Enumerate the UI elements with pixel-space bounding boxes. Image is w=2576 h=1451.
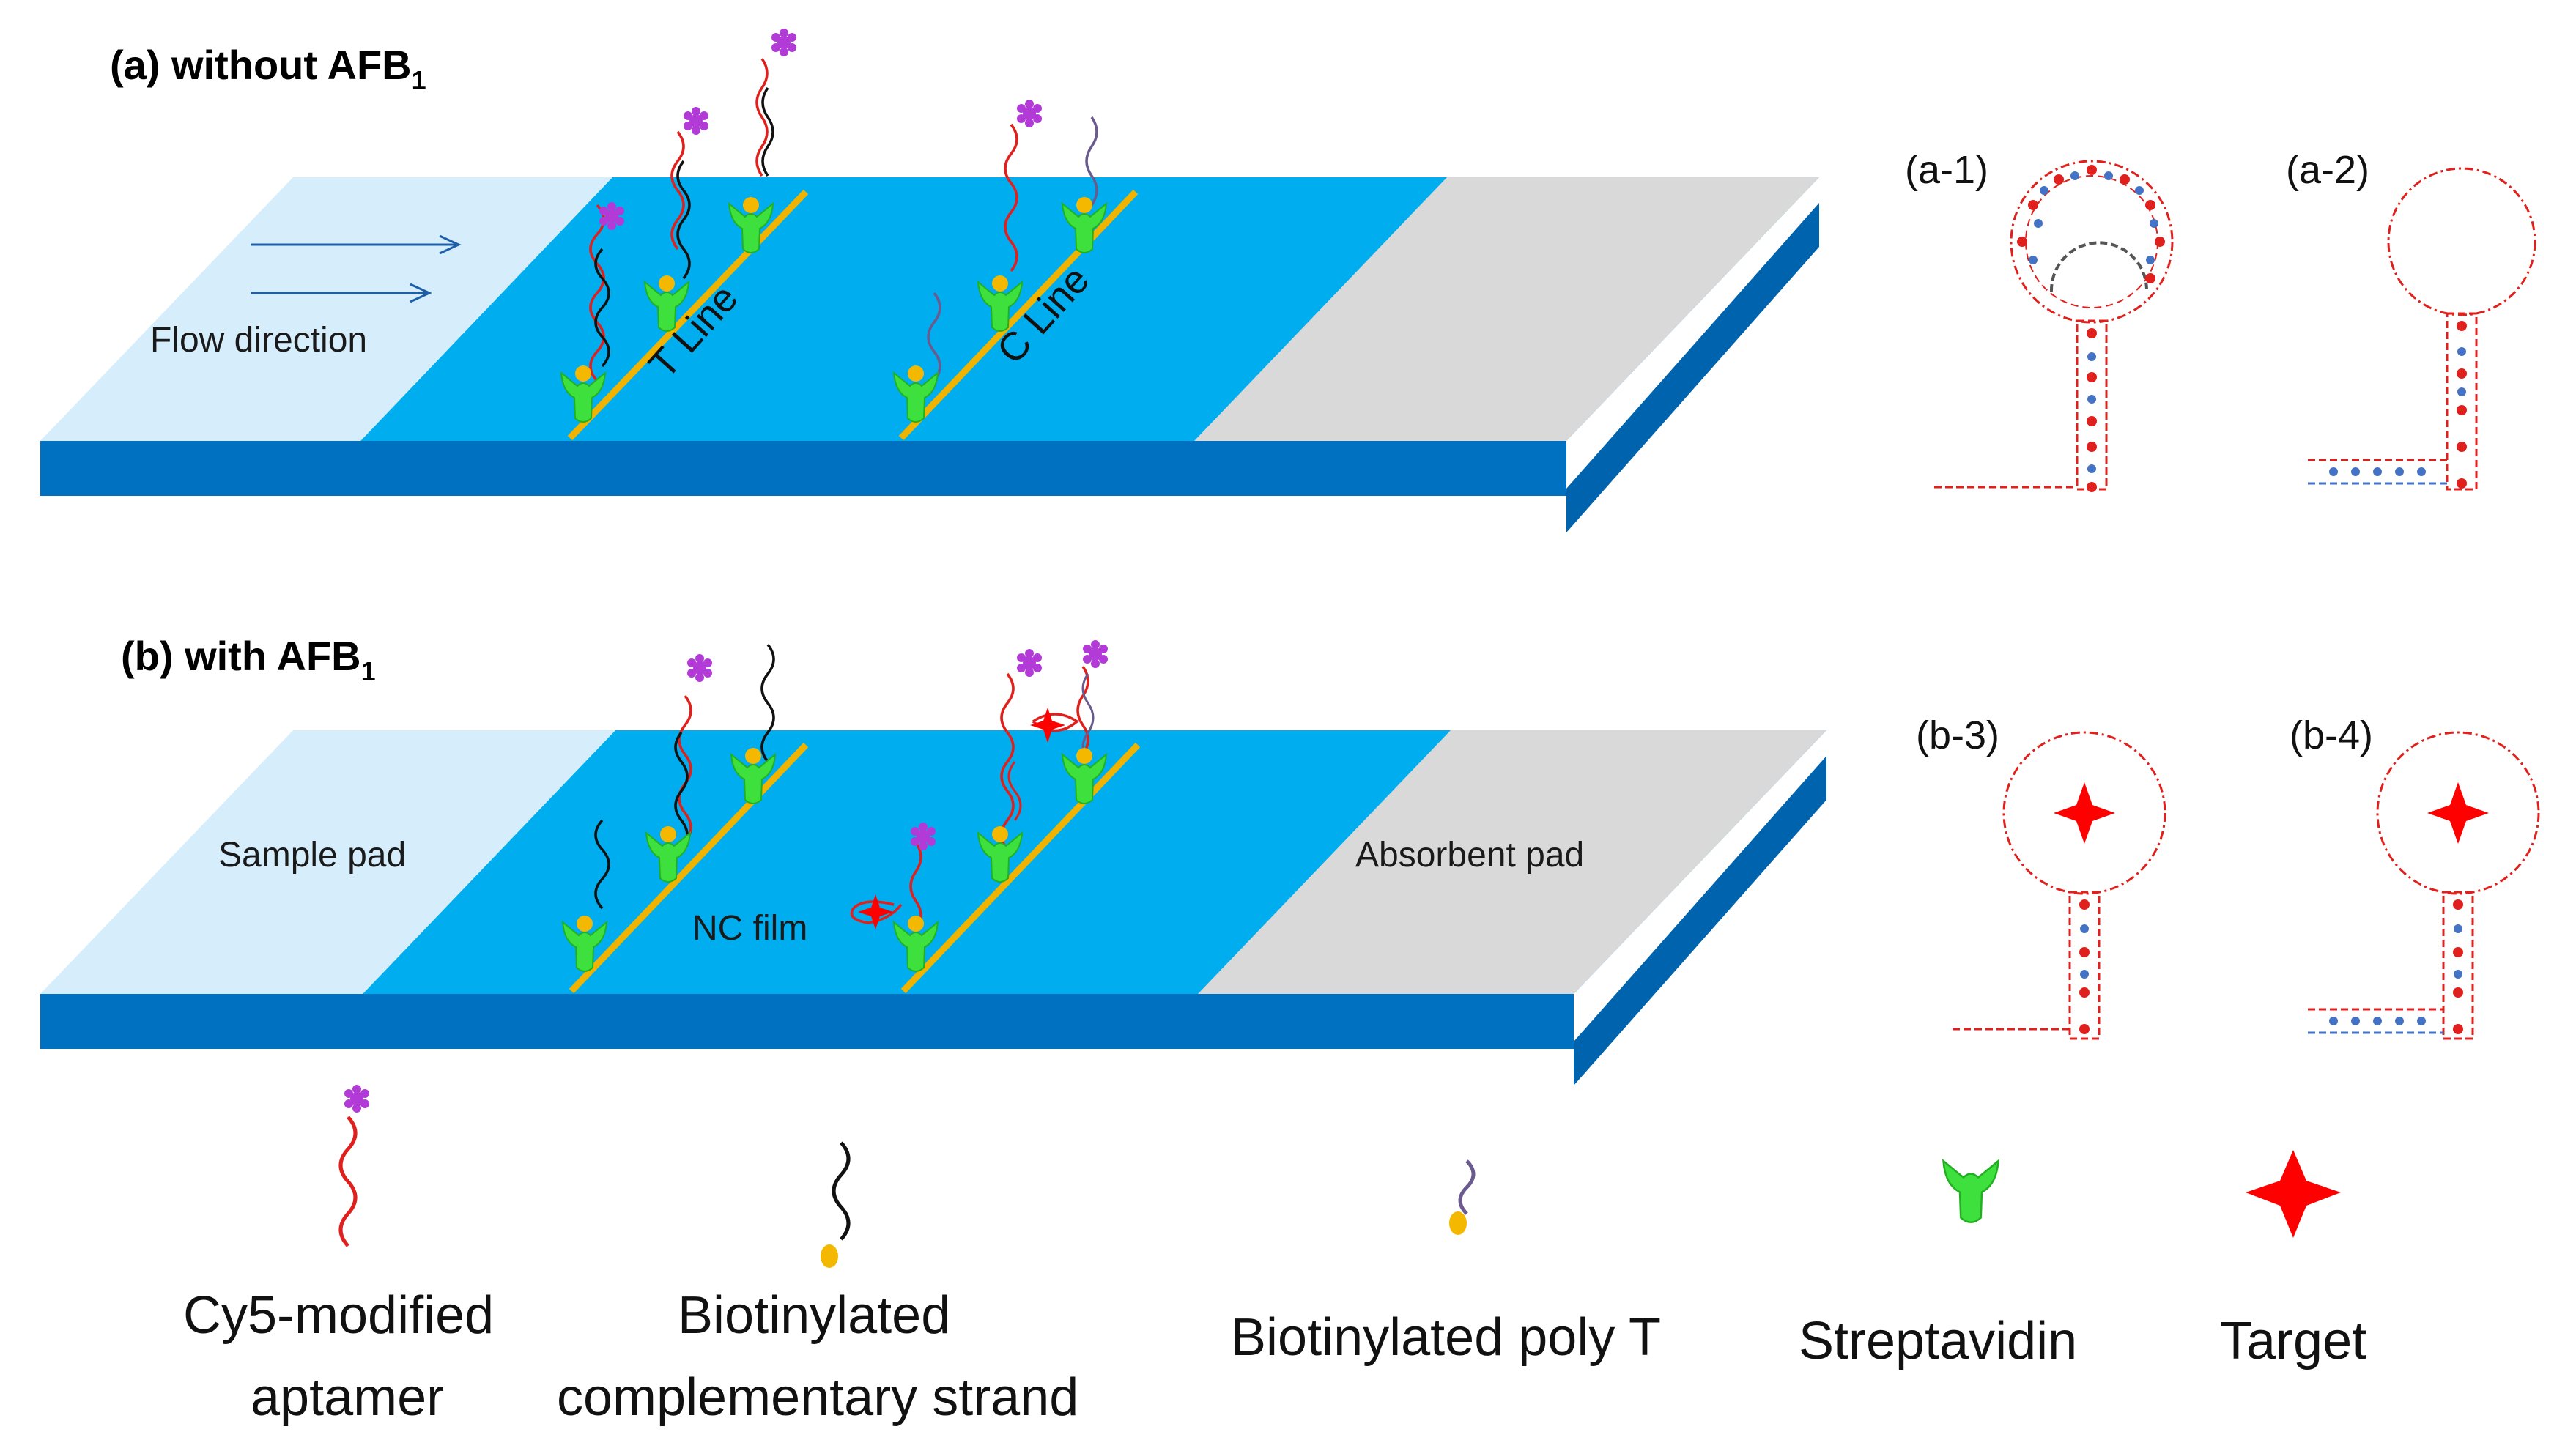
legend-aptamer: Cy5-modified aptamer <box>183 1085 494 1427</box>
panel-a: (a) without AFB1 Flow direction T Line C… <box>40 29 2536 532</box>
panel-b-title: (b) with AFB1 <box>121 633 376 686</box>
strip-a-t-line <box>567 189 809 441</box>
t-line-probe-3 <box>728 29 796 253</box>
c-line-probe-3 <box>1062 116 1107 253</box>
hairpin-a2: (a-2) <box>2286 148 2536 491</box>
flow-direction-label: Flow direction <box>150 321 367 360</box>
legend-target-label: Target <box>2220 1312 2366 1370</box>
strip-a <box>40 177 1819 532</box>
strip-b <box>40 730 1826 1086</box>
strip-a-absorbent-pad <box>1194 177 1819 441</box>
hairpin-a1-label: (a-1) <box>1905 148 1988 192</box>
nc-film-label: NC film <box>692 909 807 948</box>
legend-poly-t: Biotinylated poly T <box>1231 1159 1661 1367</box>
c-line-probe-b2 <box>977 649 1042 883</box>
flow-arrows <box>251 234 462 303</box>
strip-a-c-line <box>898 189 1139 441</box>
sample-pad-label: Sample pad <box>218 836 406 875</box>
c-line-probe-2 <box>977 100 1042 332</box>
strip-b-t-line <box>569 742 809 994</box>
panel-b: (b) with AFB1 Sample pad NC film Absorbe… <box>40 633 2540 1086</box>
legend-streptavidin: Streptavidin <box>1799 1159 2077 1370</box>
strip-b-side <box>1574 756 1826 1086</box>
t-line-probe-b1 <box>562 819 610 972</box>
absorbent-pad-label: Absorbent pad <box>1355 836 1584 875</box>
hairpin-b4: (b-4) <box>2290 713 2540 1040</box>
hairpin-b3: (b-3) <box>1916 713 2166 1040</box>
legend: Cy5-modified aptamer Biotinylated comple… <box>183 1085 2366 1427</box>
t-line-probe-b3 <box>730 643 776 804</box>
t-line-probe-b2 <box>645 654 712 883</box>
legend-streptavidin-label: Streptavidin <box>1799 1312 2077 1370</box>
legend-aptamer-label-2: aptamer <box>251 1368 444 1427</box>
strip-a-side <box>1566 203 1819 532</box>
panel-a-title: (a) without AFB1 <box>110 42 426 95</box>
legend-poly-t-label: Biotinylated poly T <box>1231 1308 1661 1367</box>
legend-complementary-label-2: complementary strand <box>557 1368 1078 1427</box>
hairpin-a1: (a-1) <box>1905 148 2174 492</box>
strip-a-base <box>40 441 1566 496</box>
legend-target: Target <box>2220 1150 2366 1370</box>
strip-b-absorbent-pad <box>1198 730 1826 994</box>
strip-b-base <box>40 994 1574 1049</box>
legend-complementary-label-1: Biotinylated <box>678 1286 950 1345</box>
c-line-probe-b1 <box>850 823 939 972</box>
target-in-hairpin-b3 <box>2054 782 2115 844</box>
t-line-probe-1 <box>560 202 624 423</box>
t-line-probe-2 <box>644 107 708 332</box>
strip-b-sample-pad <box>40 730 615 994</box>
hairpin-b4-label: (b-4) <box>2290 713 2373 757</box>
c-line-probe-1 <box>893 292 941 423</box>
legend-aptamer-label-1: Cy5-modified <box>183 1286 494 1345</box>
strip-b-c-line <box>900 742 1141 994</box>
target-in-hairpin-b4 <box>2427 782 2489 844</box>
hairpin-a2-label: (a-2) <box>2286 148 2369 192</box>
strip-a-sample-pad <box>40 177 612 441</box>
c-line-probe-b3 <box>1030 640 1108 804</box>
legend-complementary: Biotinylated complementary strand <box>557 1141 1078 1427</box>
hairpin-b3-label: (b-3) <box>1916 713 1999 757</box>
